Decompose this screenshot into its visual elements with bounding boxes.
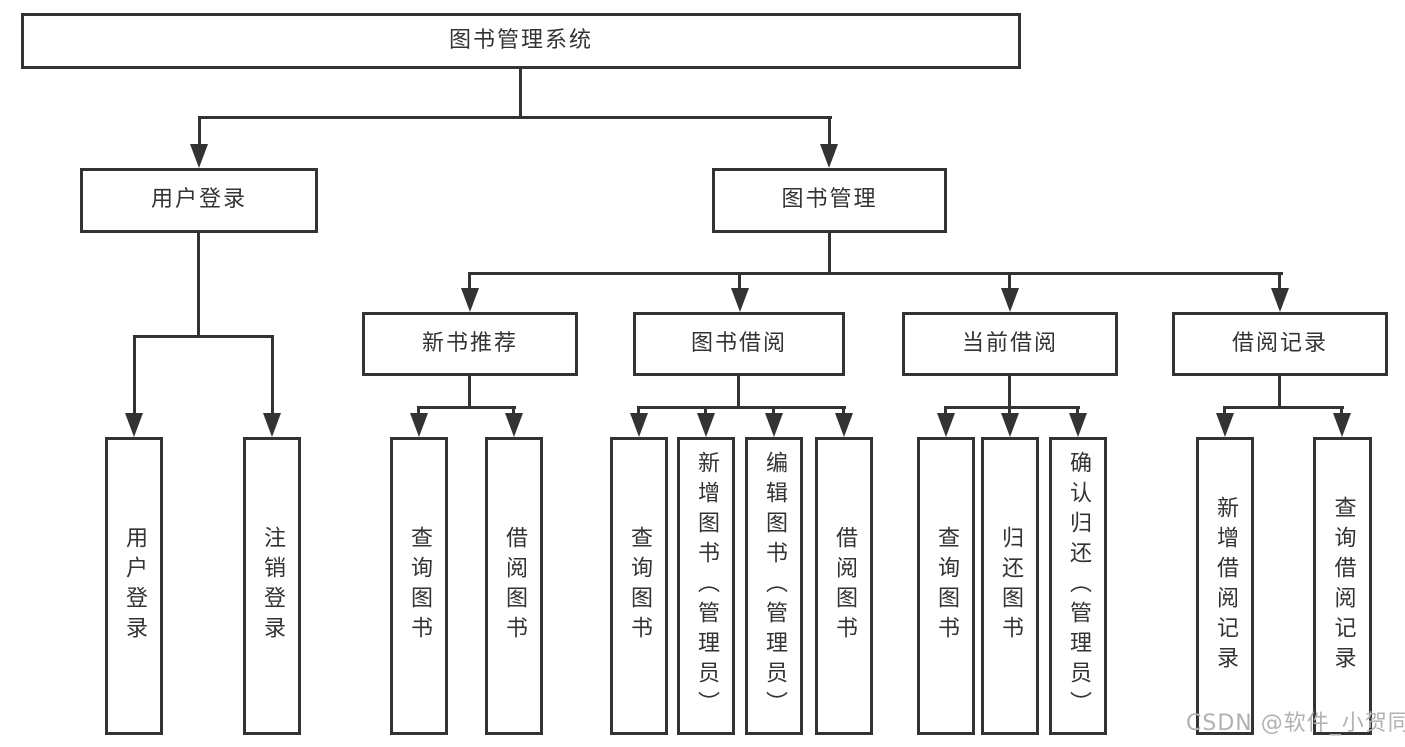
connector-line [737,376,740,409]
node-label: 查询图书 [627,526,652,646]
connector-arrow-icon [410,413,428,437]
leaf-borrow-books-recommend: 借阅图书 [485,437,543,735]
node-label: 查询图书 [407,526,432,646]
node-book-borrowing: 图书借阅 [633,312,845,376]
node-label: 图书借阅 [690,330,787,356]
connector-arrow-icon [1001,413,1019,437]
connector-arrow-icon [263,413,281,437]
node-label: 确认归还（管理员） [1066,451,1091,721]
leaf-add-books-admin: 新增图书（管理员） [677,437,735,735]
node-label: 借阅记录 [1231,330,1328,356]
node-user-login: 用户登录 [80,168,318,233]
connector-line [1008,406,1011,416]
connector-arrow-icon [505,413,523,437]
connector-line [271,335,274,415]
connector-arrow-icon [125,413,143,437]
connector-line [944,406,1080,409]
connector-line [417,406,516,409]
connector-arrow-icon [630,413,648,437]
node-label: 用户登录 [122,526,147,646]
connector-arrow-icon [937,413,955,437]
leaf-add-borrow-record: 新增借阅记录 [1196,437,1254,735]
node-label: 图书管理 [781,187,878,213]
node-book-management: 图书管理 [712,168,947,233]
leaf-logout: 注销登录 [243,437,301,735]
connector-arrow-icon [461,288,479,312]
connector-line [469,272,1283,275]
connector-arrow-icon [765,413,783,437]
connector-arrow-icon [835,413,853,437]
connector-line [1008,376,1011,409]
leaf-edit-books-admin: 编辑图书（管理员） [745,437,803,735]
connector-arrow-icon [1069,413,1087,437]
connector-line [468,376,471,409]
connector-line [1223,406,1226,416]
node-label: 编辑图书（管理员） [762,451,787,721]
connector-line [1223,406,1344,409]
leaf-borrow-books: 借阅图书 [815,437,873,735]
connector-line [842,406,845,416]
node-label: 新书推荐 [421,330,518,356]
connector-line [828,233,831,275]
connector-line [1340,406,1343,416]
watermark: CSDN @软件_小贺同学 [1186,711,1405,736]
connector-line [637,406,846,409]
connector-arrow-icon [1216,413,1234,437]
connector-arrow-icon [190,144,208,168]
node-new-book-recommendation: 新书推荐 [362,312,578,376]
connector-line [828,116,831,150]
node-current-borrowing: 当前借阅 [902,312,1118,376]
connector-arrow-icon [1333,413,1351,437]
leaf-return-books: 归还图书 [981,437,1039,735]
connector-line [1076,406,1079,416]
connector-line [1008,272,1011,290]
node-label: 用户登录 [150,187,247,213]
node-label: 注销登录 [260,526,285,646]
connector-line [944,406,947,416]
leaf-query-books-current: 查询图书 [917,437,975,735]
node-label: 借阅图书 [502,526,527,646]
connector-line [1278,376,1281,409]
connector-arrow-icon [820,144,838,168]
connector-line [772,406,775,416]
connector-line [197,233,200,338]
node-label: 查询图书 [934,526,959,646]
connector-line [468,272,471,290]
connector-line [133,335,274,338]
connector-line [519,69,522,119]
connector-arrow-icon [1271,288,1289,312]
connector-arrow-icon [697,413,715,437]
connector-line [704,406,707,416]
connector-line [512,406,515,416]
leaf-confirm-return-admin: 确认归还（管理员） [1049,437,1107,735]
node-borrowing-records: 借阅记录 [1172,312,1388,376]
node-label: 新增图书（管理员） [694,451,719,721]
connector-line [198,116,201,150]
node-label: 查询借阅记录 [1330,496,1356,676]
connector-line [1278,272,1281,290]
connector-line [417,406,420,416]
node-label: 当前借阅 [961,330,1058,356]
connector-line [198,116,832,119]
leaf-query-books-borrow: 查询图书 [610,437,668,735]
node-label: 归还图书 [998,526,1023,646]
connector-arrow-icon [1001,288,1019,312]
connector-line [738,272,741,290]
node-label: 图书管理系统 [448,27,593,53]
connector-line [133,335,136,415]
leaf-query-books-recommend: 查询图书 [390,437,448,735]
leaf-query-borrow-record: 查询借阅记录 [1313,437,1372,735]
node-label: 新增借阅记录 [1213,496,1238,676]
connector-arrow-icon [731,288,749,312]
leaf-user-login: 用户登录 [105,437,163,735]
node-label: 借阅图书 [832,526,857,646]
connector-line [637,406,640,416]
node-root: 图书管理系统 [21,13,1021,69]
